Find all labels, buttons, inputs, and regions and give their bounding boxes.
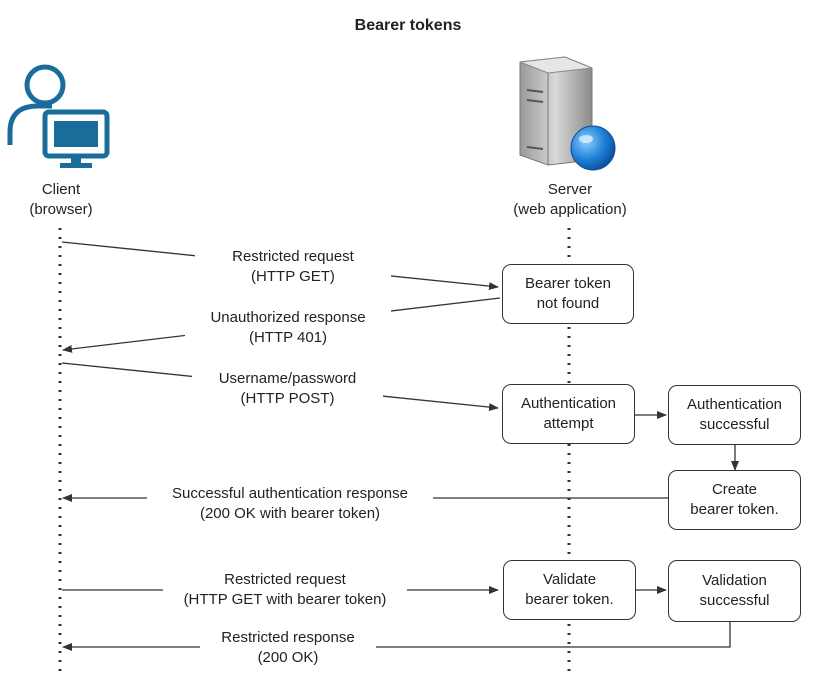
diagram-title: Bearer tokens — [354, 17, 462, 34]
client-description: (browser) — [29, 201, 93, 218]
message-label-2: Unauthorized response (HTTP 401) — [185, 308, 391, 348]
server-globe-icon — [519, 56, 616, 171]
box-validation-successful: Validation successful — [668, 560, 801, 622]
message-label-3: Username/password (HTTP POST) — [192, 369, 383, 409]
message-label-4: Successful authentication response (200 … — [147, 484, 433, 524]
box-authentication-successful: Authentication successful — [668, 385, 801, 445]
message-label-1: Restricted request (HTTP GET) — [195, 247, 391, 287]
box-bearer-token-not-found: Bearer token not found — [502, 264, 634, 324]
client-name: Client — [41, 181, 81, 198]
server-description: (web application) — [513, 201, 627, 218]
client-actor-label: Client (browser) — [10, 180, 112, 220]
box-validate-bearer-token: Validate bearer token. — [503, 560, 636, 620]
server-name: Server — [547, 181, 593, 198]
message-label-6: Restricted response (200 OK) — [200, 628, 376, 668]
server-actor-label: Server (web application) — [495, 180, 645, 220]
box-authentication-attempt: Authentication attempt — [502, 384, 635, 444]
message-label-5: Restricted request (HTTP GET with bearer… — [163, 570, 407, 610]
user-computer-icon — [7, 64, 110, 168]
message-arrow-6 — [62, 622, 731, 651]
box-create-bearer-token: Create bearer token. — [668, 470, 801, 530]
